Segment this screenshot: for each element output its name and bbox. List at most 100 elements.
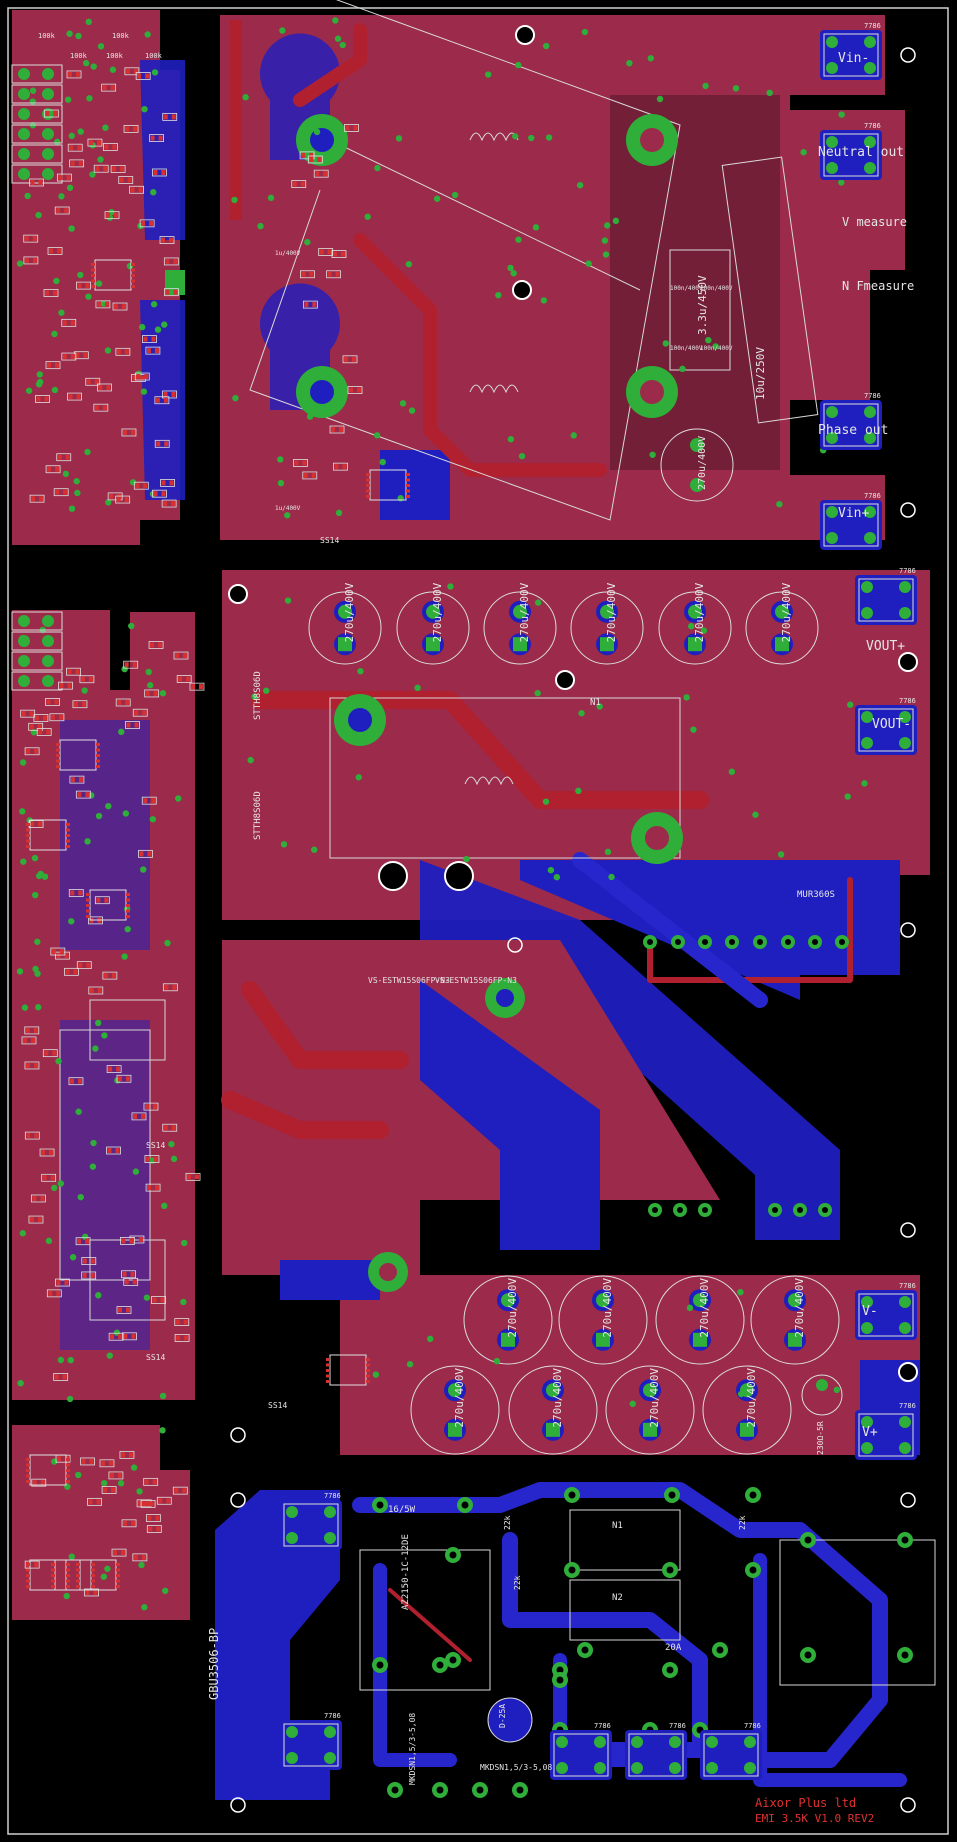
smd-part — [97, 383, 112, 392]
smd-part — [129, 185, 144, 194]
ic-chip — [326, 1354, 370, 1386]
smd-part — [106, 1065, 122, 1073]
smd-part — [104, 211, 120, 220]
smd-part — [47, 247, 63, 255]
v-measure-label: V measure — [842, 215, 907, 229]
ic-chip — [26, 1559, 70, 1591]
terminal-code-label: 7786 — [744, 1722, 761, 1730]
smd-part — [140, 1500, 156, 1508]
smd-part — [24, 1131, 40, 1140]
smd-part — [20, 709, 36, 718]
v-minus-label: V- — [862, 1304, 878, 1319]
smd-part — [23, 234, 39, 243]
smd-part — [46, 1289, 62, 1298]
smd-part — [123, 124, 139, 133]
mkd-connector-label-1: MKDSN1,5/3-5,08 — [408, 1713, 417, 1785]
stth-label-2: STTH8S06D — [253, 791, 263, 840]
smd-part — [125, 721, 140, 729]
smd-part — [293, 459, 308, 467]
smd-part — [76, 281, 91, 290]
smd-part — [45, 698, 60, 706]
smd-part — [110, 165, 126, 173]
electrolytic-capacitor — [483, 591, 557, 665]
smd-part — [154, 396, 170, 405]
ss14-label-b: SS14 — [146, 1141, 165, 1150]
smd-part — [87, 138, 103, 147]
lower-inverter-area — [221, 940, 920, 1455]
ss14-label-d: SS14 — [268, 1401, 287, 1410]
smd-part — [344, 124, 359, 132]
terminal-block: 7786 — [820, 492, 882, 550]
smd-part — [61, 352, 77, 361]
cap-22k-label: 22k — [513, 1575, 522, 1590]
capacitor-value-label: 270u/400V — [605, 582, 618, 642]
smd-part — [333, 462, 348, 471]
smd-part — [67, 143, 83, 152]
gbu-bridge-label: GBU3506-BP — [207, 1628, 221, 1700]
smd-part — [164, 288, 179, 297]
left-control-area-1 — [12, 10, 185, 545]
smd-part — [119, 1450, 135, 1459]
smd-part — [84, 1588, 99, 1597]
smd-part — [102, 971, 118, 980]
smd-part — [143, 1102, 159, 1111]
smd-part — [302, 471, 318, 480]
electrolytic-capacitor — [508, 1365, 598, 1455]
smd-part — [66, 70, 82, 79]
electrolytic-capacitor — [410, 1365, 500, 1455]
top-power-area — [220, 15, 905, 540]
electrolytic-capacitor — [605, 1365, 695, 1455]
smd-part — [35, 395, 50, 403]
ic-chip — [366, 469, 410, 501]
resistor-value-label: 100k — [106, 52, 124, 60]
smd-part — [75, 1237, 91, 1246]
smd-part — [300, 270, 315, 279]
terminal-block: 7786 — [855, 1282, 917, 1340]
smd-part — [146, 1525, 162, 1533]
terminal-code-label: 7786 — [899, 697, 916, 705]
electrolytic-capacitor — [702, 1365, 792, 1455]
terminal-blocks: 7786778677867786778677867786778677867786… — [11, 22, 917, 1780]
terminal-code-label: 7786 — [864, 392, 881, 400]
smd-part — [85, 377, 101, 386]
ss14-label: SS14 — [320, 536, 339, 545]
f-measure-label: N Fmeasure — [842, 279, 914, 293]
bottom-emi-area — [215, 1482, 907, 1800]
smd-part — [162, 390, 177, 399]
smd-part — [291, 180, 307, 188]
vout-minus-label: VOUT- — [872, 717, 911, 732]
smd-part — [318, 248, 334, 256]
capacitor-value-label: 270u/400V — [506, 1278, 519, 1338]
capacitor-22k-label: 22k — [738, 1515, 747, 1530]
smd-part — [111, 1548, 127, 1557]
smd-part — [185, 1172, 201, 1181]
terminal-code-label: 7786 — [594, 1722, 611, 1730]
terminal-block: 7786 — [625, 1722, 687, 1780]
electrolytic-capacitor — [570, 591, 644, 665]
smd-part — [93, 164, 109, 173]
smd-part — [93, 403, 109, 412]
smd-part — [50, 947, 66, 956]
smd-part — [121, 428, 137, 437]
inductor-n1-label: N1 — [612, 1521, 623, 1531]
smd-part — [112, 302, 128, 311]
smd-part — [148, 641, 164, 649]
smd-part — [72, 700, 88, 709]
film-capacitor-label: 100n/400V — [700, 285, 733, 292]
terminal-code-label: 7786 — [899, 1282, 916, 1290]
smd-part — [21, 1036, 37, 1045]
smd-part — [160, 479, 175, 487]
smd-part — [145, 1514, 161, 1522]
electrolytic-capacitor — [558, 1275, 648, 1365]
smd-part — [75, 790, 91, 799]
smd-part — [108, 1471, 124, 1480]
smd-part — [45, 361, 61, 370]
terminal-block: 7786 — [700, 1722, 762, 1780]
capacitor-1u-label: 1u/400V — [275, 505, 301, 512]
smd-part — [43, 289, 59, 297]
smd-part — [101, 83, 117, 92]
film-capacitor-label: 100n/400V — [670, 285, 703, 292]
terminal-code-label: 7786 — [899, 1402, 916, 1410]
smd-part — [299, 151, 315, 160]
